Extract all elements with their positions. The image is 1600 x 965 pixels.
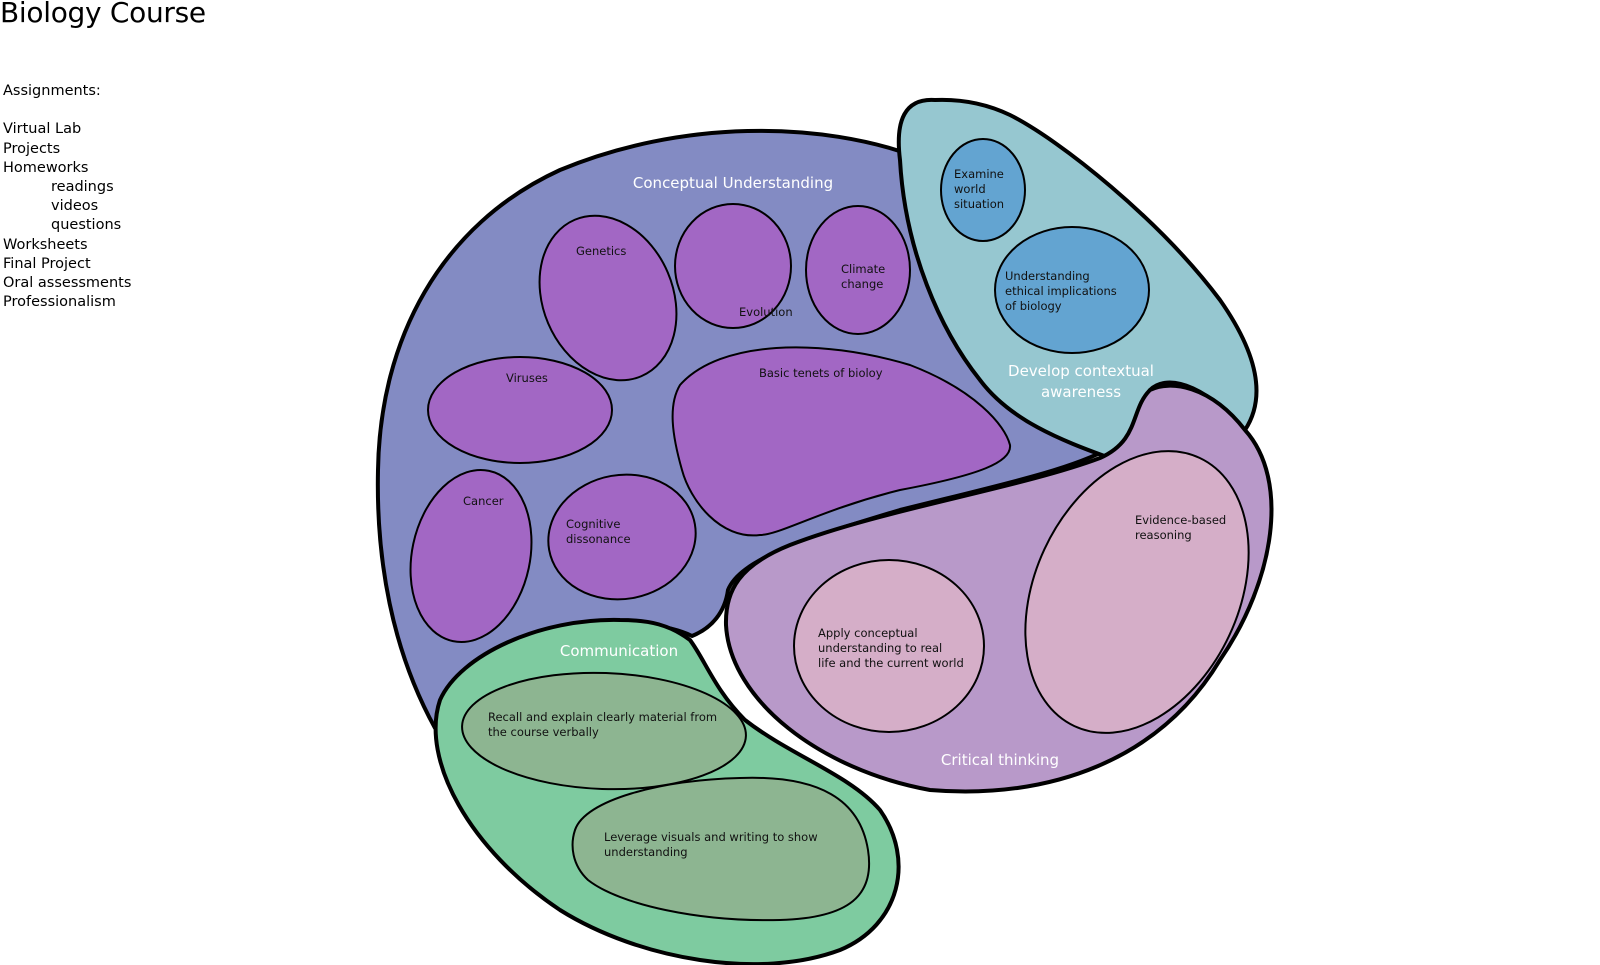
apply-label-line2: understanding to real — [818, 641, 942, 655]
assignment-item: Virtual Lab — [3, 121, 82, 138]
examine-label-line2: world — [954, 182, 986, 196]
climate-label-line1: Climate — [841, 262, 885, 276]
assignment-item: Projects — [3, 140, 61, 157]
evolution-label: Evolution — [739, 305, 793, 319]
critical-label: Critical thinking — [941, 751, 1059, 769]
examine-label-line1: Examine — [954, 167, 1004, 181]
ethical-label-line3: of biology — [1005, 299, 1062, 313]
assignment-item: Final Project — [3, 255, 91, 272]
evolution-bubble — [674, 203, 792, 329]
cognitive-label-line2: dissonance — [566, 532, 631, 546]
evidence-reasoning-bubble — [1024, 450, 1250, 734]
recall-explain-bubble — [461, 671, 747, 791]
communication-label: Communication — [560, 642, 678, 660]
leverage-visuals-bubble — [571, 776, 871, 922]
assignment-item: readings — [51, 179, 114, 195]
genetics-bubble — [538, 214, 678, 382]
viruses-label: Viruses — [506, 371, 548, 385]
assignment-item: questions — [51, 217, 122, 234]
recall-label-line2: the course verbally — [488, 725, 599, 739]
climate-change-bubble — [805, 205, 911, 335]
assignment-item: videos — [51, 198, 99, 215]
evidence-label-line1: Evidence-based — [1135, 513, 1226, 527]
basic-tenets-bubble — [671, 346, 1012, 537]
climate-label-line2: change — [841, 277, 883, 291]
assignment-item: Oral assessments — [3, 275, 132, 292]
examine-world-bubble — [940, 138, 1026, 242]
leverage-label-line2: understanding — [604, 845, 688, 859]
apply-label-line3: life and the current world — [818, 656, 964, 670]
page-title: Biology Course — [0, 0, 206, 29]
genetics-label: Genetics — [576, 244, 626, 258]
evidence-label-line2: reasoning — [1135, 528, 1192, 542]
contextual-label-line1: Develop contextual — [1008, 362, 1154, 380]
assignment-item: Professionalism — [3, 294, 116, 311]
viruses-bubble — [427, 356, 613, 464]
ethical-label-line2: ethical implications — [1005, 284, 1117, 298]
assignments-heading: Assignments: — [3, 83, 101, 99]
ethical-label-line1: Understanding — [1005, 269, 1090, 283]
examine-label-line3: situation — [954, 197, 1004, 211]
conceptual-label: Conceptual Understanding — [633, 174, 833, 192]
leverage-label-line1: Leverage visuals and writing to show — [604, 830, 818, 844]
basic-tenets-label: Basic tenets of bioloy — [759, 366, 883, 380]
cancer-bubble — [409, 469, 533, 643]
cognitive-dissonance-bubble — [547, 473, 697, 601]
apply-label-line1: Apply conceptual — [818, 626, 918, 640]
assignment-item: Worksheets — [3, 236, 88, 253]
cancer-label: Cancer — [463, 494, 504, 508]
cognitive-label-line1: Cognitive — [566, 517, 620, 531]
recall-label-line1: Recall and explain clearly material from — [488, 710, 717, 724]
assignment-item: Homeworks — [3, 159, 89, 176]
contextual-label-line2: awareness — [1041, 383, 1121, 401]
ethical-implications-bubble — [994, 226, 1150, 354]
apply-understanding-bubble — [793, 559, 985, 733]
